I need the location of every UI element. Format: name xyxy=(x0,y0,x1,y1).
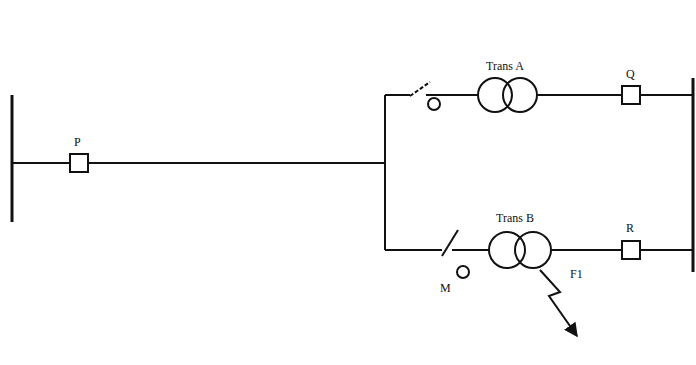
wire xyxy=(452,249,489,251)
breaker-label: Q xyxy=(626,68,635,81)
wire xyxy=(537,94,622,96)
wire xyxy=(640,249,693,251)
wire xyxy=(551,249,622,251)
wire xyxy=(426,94,478,96)
wire xyxy=(385,249,442,251)
breaker-label: P xyxy=(74,136,81,149)
feeder-line xyxy=(12,162,385,164)
breaker-label: R xyxy=(626,222,634,235)
switch-m xyxy=(442,230,458,256)
transformer-label: Trans A xyxy=(486,60,524,73)
switch-operator xyxy=(457,266,469,278)
switch-label: M xyxy=(440,282,451,295)
right-bus xyxy=(692,78,695,272)
fault-label: F1 xyxy=(570,268,583,281)
breaker-q xyxy=(622,86,640,104)
breaker-p xyxy=(70,154,88,172)
left-bus xyxy=(11,95,14,222)
switch-operator xyxy=(428,98,440,110)
wire xyxy=(640,94,693,96)
transformer-b-secondary xyxy=(515,232,551,268)
disconnect-switch xyxy=(410,82,430,96)
transformer-a-secondary xyxy=(503,78,537,112)
wire xyxy=(385,94,410,96)
junction-line xyxy=(384,95,386,250)
transformer-label: Trans B xyxy=(496,212,534,225)
breaker-r xyxy=(622,241,640,259)
